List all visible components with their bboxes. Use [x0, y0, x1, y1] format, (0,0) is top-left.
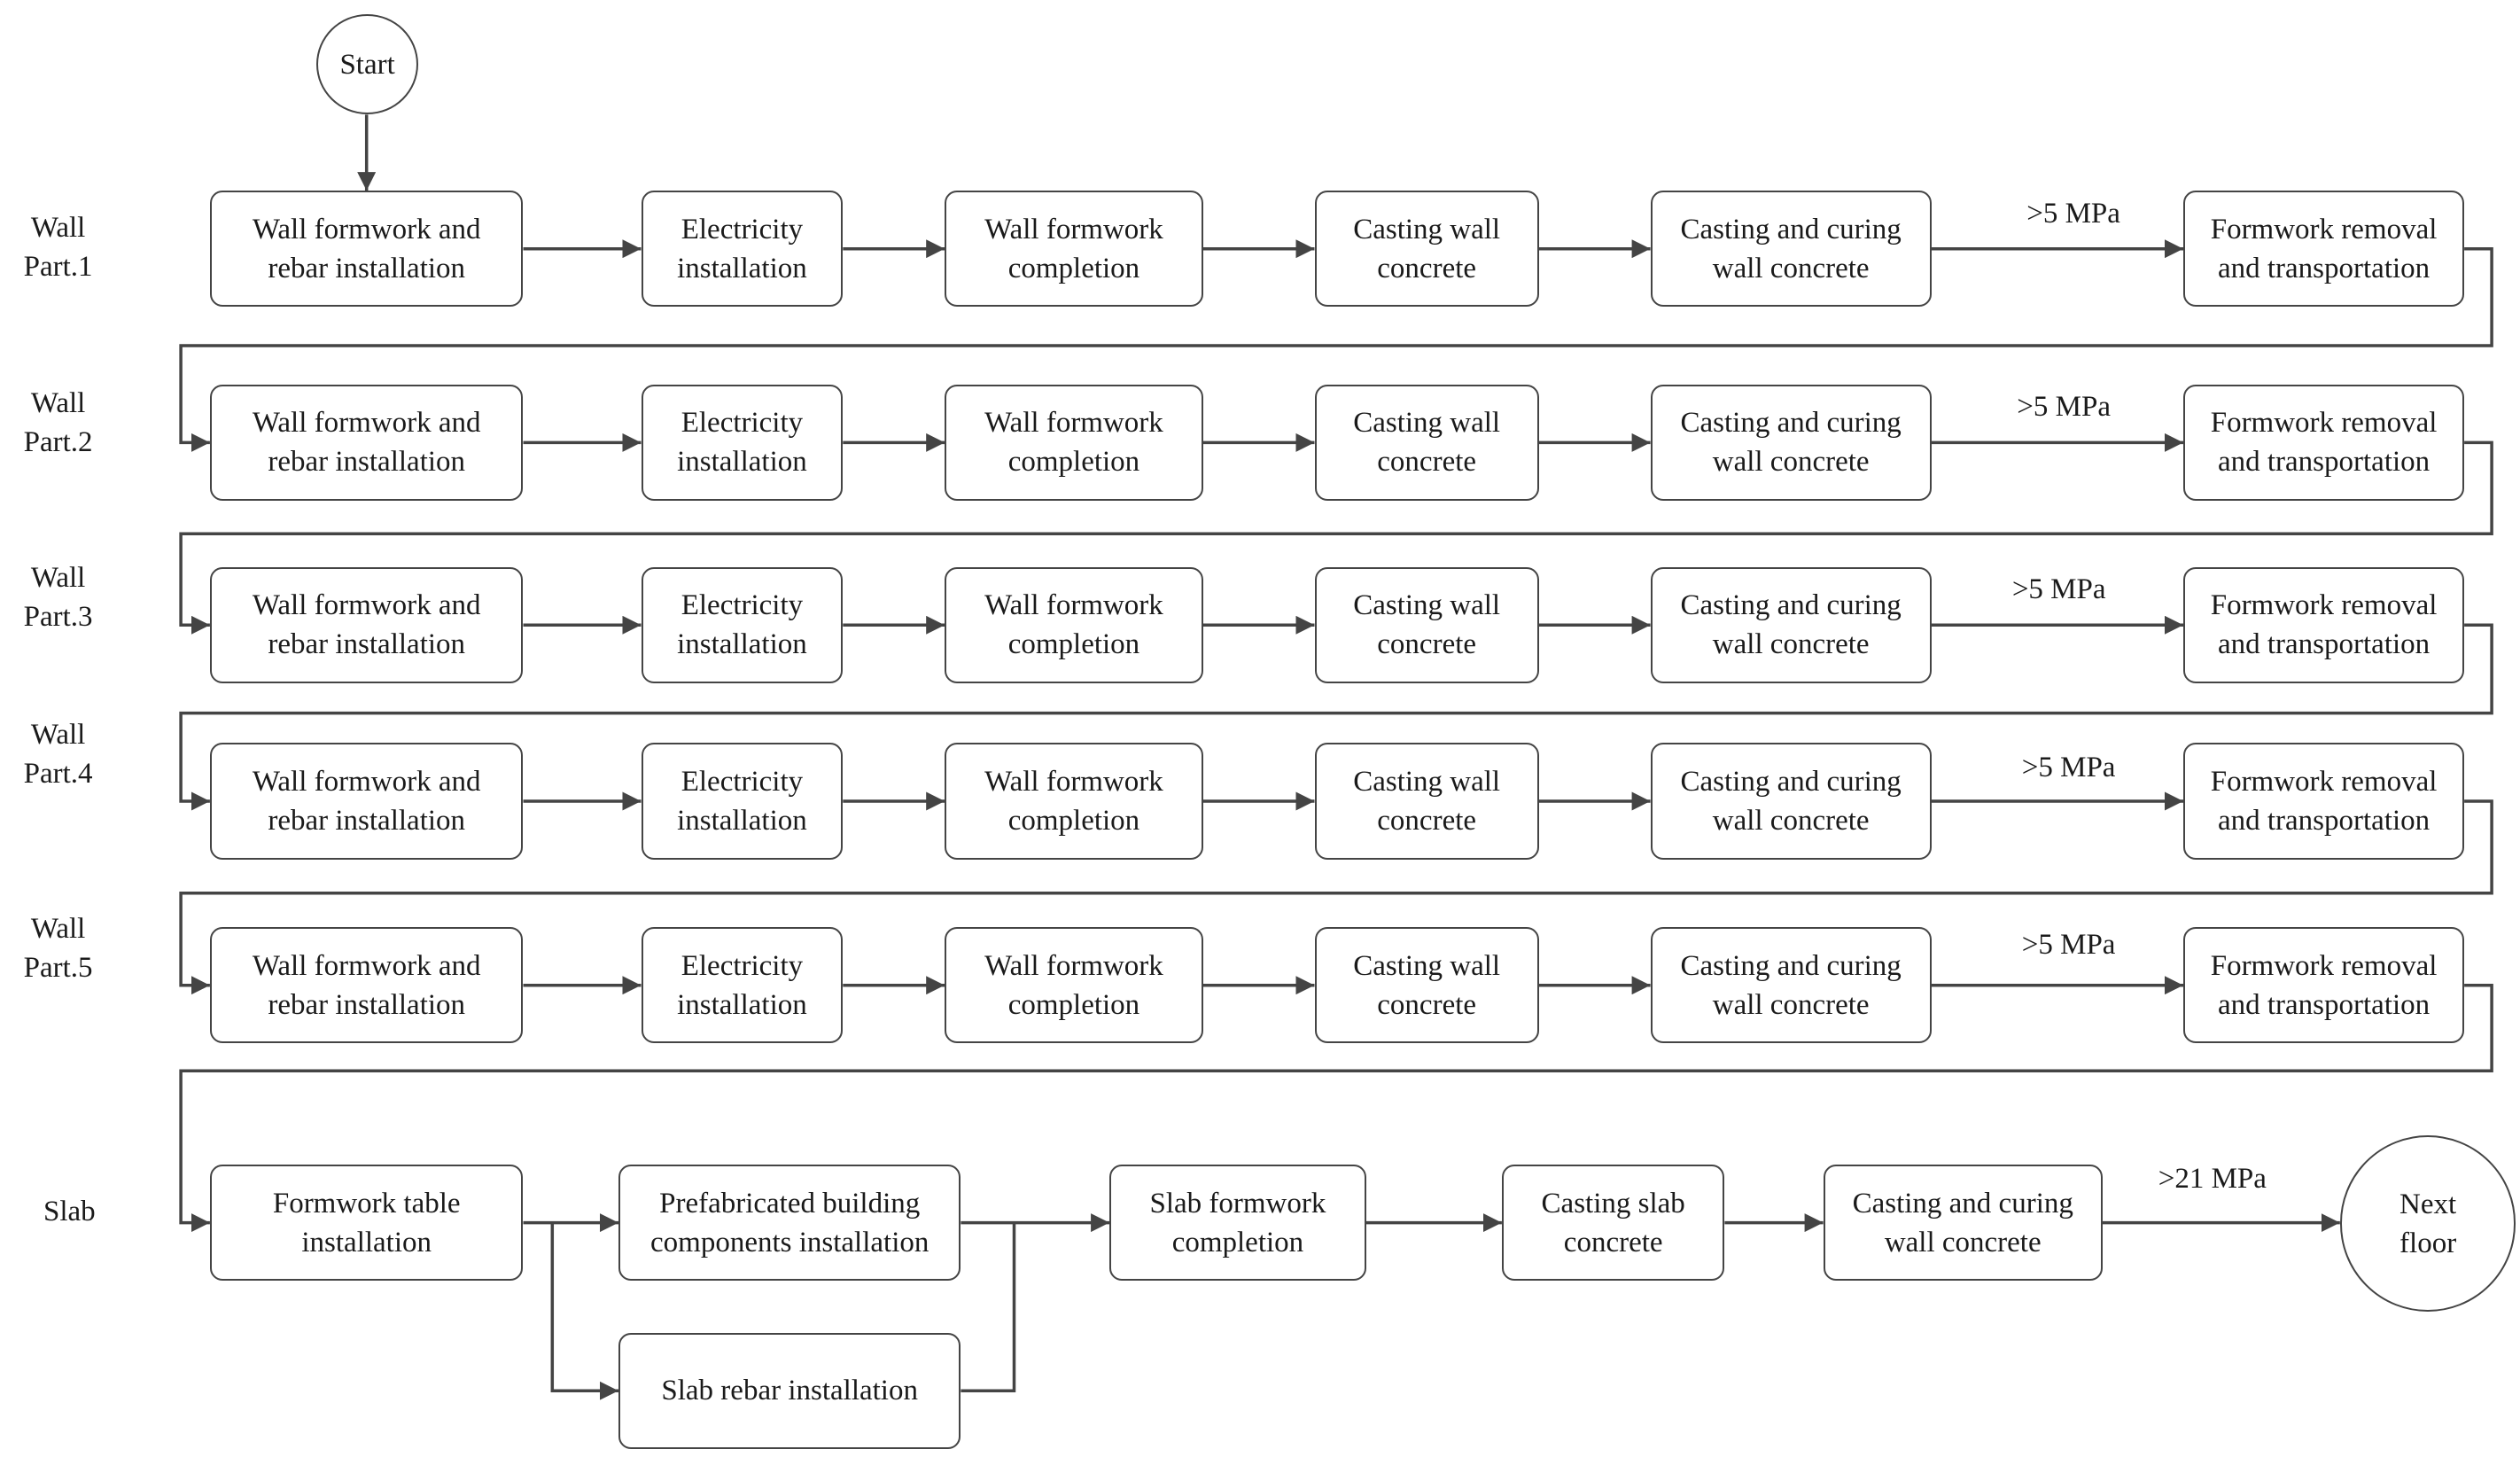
wall-part-1-step-2: Electricity installation [641, 191, 844, 308]
step-casting-slab-concrete: Casting slab concrete [1501, 1165, 1725, 1282]
wall-part-2-step-1: Wall formwork and rebar installation [209, 384, 524, 501]
wrap-arrow-wall-part-5 [179, 983, 2493, 1233]
row-label-wall-part-2: Wall Part.2 [23, 387, 93, 459]
strength-condition-wall-part-2: >5 MPa [2017, 391, 2111, 424]
step-slab-formwork-completion: Slab formwork completion [1109, 1165, 1366, 1282]
step-prefabricated-components-installation: Prefabricated building components instal… [618, 1165, 961, 1282]
row-label-slab: Slab [43, 1195, 96, 1227]
wall-part-5-step-4: Casting wall concrete [1314, 927, 1539, 1044]
wall-part-5-step-3: Wall formwork completion [945, 927, 1203, 1044]
wall-part-3-step-5: Casting and curing wall concrete [1650, 566, 1932, 683]
step-formwork-table-installation: Formwork table installation [209, 1165, 524, 1282]
wall-part-5-step-1: Wall formwork and rebar installation [209, 927, 524, 1044]
wall-part-1-step-4: Casting wall concrete [1314, 191, 1539, 308]
slab-branch-to-rebar [550, 1222, 618, 1400]
wall-part-4-step-3: Wall formwork completion [945, 743, 1203, 860]
wrap-arrow-wall-part-4 [179, 799, 2493, 995]
wall-part-1-step-3: Wall formwork completion [945, 191, 1203, 308]
wall-part-4-step-6: Formwork removal and transportation [2183, 743, 2465, 860]
wrap-arrow-wall-part-1 [179, 246, 2493, 452]
wrap-arrow-wall-part-3 [179, 623, 2493, 811]
wall-part-5-step-5: Casting and curing wall concrete [1650, 927, 1932, 1044]
wall-part-4-step-4: Casting wall concrete [1314, 743, 1539, 860]
wall-part-3-step-1: Wall formwork and rebar installation [209, 566, 524, 683]
step-slab-rebar-installation: Slab rebar installation [618, 1332, 961, 1449]
wall-part-3-step-2: Electricity installation [641, 566, 844, 683]
step-slab-casting-curing: Casting and curing wall concrete [1823, 1165, 2103, 1282]
strength-condition-wall-part-4: >5 MPa [2021, 751, 2116, 783]
strength-condition-slab: >21 MPa [2158, 1163, 2267, 1196]
row-label-wall-part-5: Wall Part.5 [23, 912, 93, 984]
strength-condition-wall-part-3: >5 MPa [2011, 573, 2106, 606]
wall-part-2-step-4: Casting wall concrete [1314, 384, 1539, 501]
row-label-wall-part-4: Wall Part.4 [23, 719, 93, 791]
slab-rebar-merge [961, 1222, 1016, 1392]
row-label-wall-part-3: Wall Part.3 [23, 562, 93, 634]
strength-condition-wall-part-1: >5 MPa [2026, 197, 2120, 230]
wall-part-2-step-5: Casting and curing wall concrete [1650, 384, 1932, 501]
wall-part-1-step-5: Casting and curing wall concrete [1650, 191, 1932, 308]
wall-part-4-step-1: Wall formwork and rebar installation [209, 743, 524, 860]
wall-part-5-step-6: Formwork removal and transportation [2183, 927, 2465, 1044]
wall-part-1-step-1: Wall formwork and rebar installation [209, 191, 524, 308]
wall-part-3-step-3: Wall formwork completion [945, 566, 1203, 683]
strength-condition-wall-part-5: >5 MPa [2021, 929, 2116, 962]
wall-part-2-step-3: Wall formwork completion [945, 384, 1203, 501]
wall-part-3-step-4: Casting wall concrete [1314, 566, 1539, 683]
wall-part-3-step-6: Formwork removal and transportation [2183, 566, 2465, 683]
wall-part-1-step-6: Formwork removal and transportation [2183, 191, 2465, 308]
wall-part-4-step-2: Electricity installation [641, 743, 844, 860]
row-label-wall-part-1: Wall Part.1 [23, 211, 93, 283]
wall-part-2-step-6: Formwork removal and transportation [2183, 384, 2465, 501]
next-floor-node: Next floor [2339, 1135, 2516, 1312]
start-node: Start [316, 14, 419, 115]
wall-part-4-step-5: Casting and curing wall concrete [1650, 743, 1932, 860]
wrap-arrow-wall-part-2 [179, 440, 2493, 635]
wall-part-2-step-2: Electricity installation [641, 384, 844, 501]
wall-part-5-step-2: Electricity installation [641, 927, 844, 1044]
